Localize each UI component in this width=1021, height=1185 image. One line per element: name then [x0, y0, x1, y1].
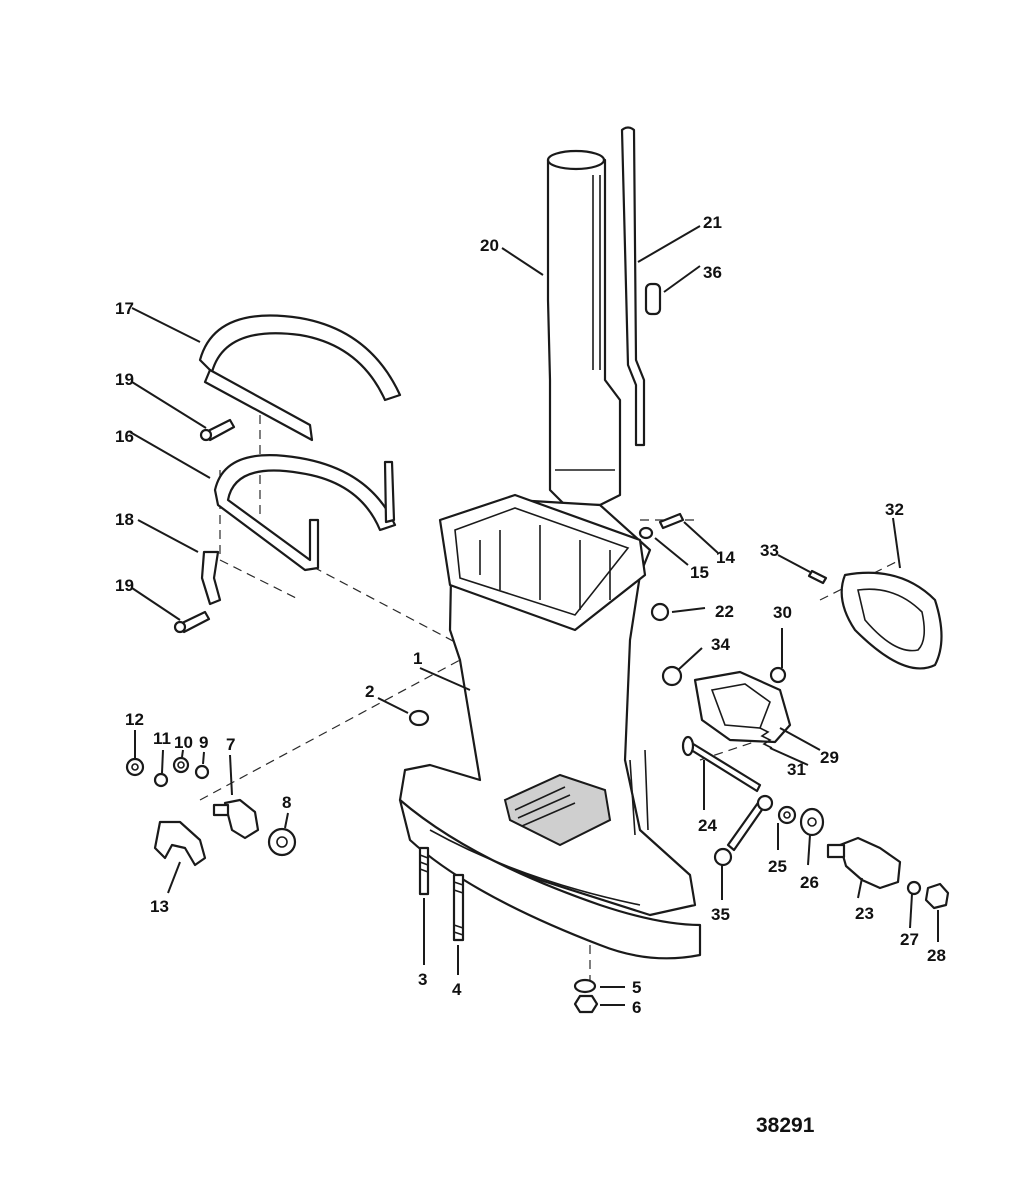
callout-19b: 19 — [115, 576, 134, 595]
part-34-nut — [661, 665, 683, 687]
callout-12: 12 — [125, 710, 144, 729]
part-19-screw-lower — [173, 610, 211, 634]
callout-6: 6 — [632, 998, 641, 1017]
part-26-washer — [799, 807, 825, 837]
callout-17: 17 — [115, 299, 134, 318]
part-22-nut — [650, 602, 670, 622]
part-28-nut — [924, 882, 950, 910]
part-18-clip — [200, 550, 222, 606]
callout-1: 1 — [413, 649, 422, 668]
part-6-nut — [573, 994, 599, 1014]
leader-lines — [129, 225, 939, 1006]
drawing-number: 38291 — [756, 1114, 815, 1137]
callout-25: 25 — [768, 857, 787, 876]
callout-34: 34 — [711, 635, 730, 654]
callout-16: 16 — [115, 427, 134, 446]
part-19-screw-upper — [199, 418, 236, 442]
part-27-washer — [906, 880, 922, 896]
part-20-tube — [546, 149, 622, 507]
part-17-seal-strip — [198, 314, 402, 442]
part-15-washer — [638, 526, 654, 540]
callout-21: 21 — [703, 213, 722, 232]
callout-24: 24 — [698, 816, 717, 835]
callout-32: 32 — [885, 500, 904, 519]
callout-26: 26 — [800, 873, 819, 892]
callout-27: 27 — [900, 930, 919, 949]
callout-14: 14 — [716, 548, 735, 567]
callout-35: 35 — [711, 905, 730, 924]
part-9-washer — [194, 764, 210, 780]
part-36-grommet — [644, 282, 662, 316]
part-7-mount — [212, 798, 260, 840]
part-21-water-tube — [620, 126, 646, 447]
callout-3: 3 — [418, 970, 427, 989]
part-13-bracket — [153, 820, 207, 867]
callout-5: 5 — [632, 978, 641, 997]
callout-11: 11 — [153, 729, 171, 748]
callout-18: 18 — [115, 510, 134, 529]
part-30-screw — [769, 666, 787, 684]
part-10-washer — [172, 756, 190, 774]
part-23-mount — [826, 836, 902, 890]
part-11-lockwasher — [153, 772, 169, 788]
callout-2: 2 — [365, 682, 374, 701]
part-16-seal-strip — [213, 454, 397, 572]
part-29-mount-bracket — [693, 670, 792, 744]
callout-9: 9 — [199, 733, 208, 752]
callout-22: 22 — [715, 602, 734, 621]
part-25-washer — [777, 805, 797, 825]
callout-28: 28 — [927, 946, 946, 965]
callout-31: 31 — [787, 760, 806, 779]
part-2-plug — [408, 709, 430, 727]
part-35-ground-strap — [713, 794, 774, 867]
callout-7: 7 — [226, 735, 235, 754]
callout-30: 30 — [773, 603, 792, 622]
part-12-nut — [125, 757, 145, 777]
callout-13: 13 — [150, 897, 169, 916]
part-32-cover — [840, 571, 943, 670]
part-1-drive-shaft-housing — [398, 493, 702, 960]
part-5-washer — [573, 978, 597, 994]
part-3-stud — [418, 846, 430, 896]
callout-23: 23 — [855, 904, 874, 923]
callout-36: 36 — [703, 263, 722, 282]
callout-labels: 1 2 3 4 5 6 7 8 9 10 11 12 13 14 15 16 1… — [115, 213, 946, 1017]
part-24-bolt — [681, 735, 762, 793]
callout-15: 15 — [690, 563, 709, 582]
callout-29: 29 — [820, 748, 839, 767]
callout-20: 20 — [480, 236, 499, 255]
callout-10: 10 — [174, 733, 193, 752]
callout-8: 8 — [282, 793, 291, 812]
part-8-washer — [267, 827, 297, 857]
callout-19a: 19 — [115, 370, 134, 389]
part-31-spring — [759, 727, 773, 749]
callout-4: 4 — [452, 980, 462, 999]
part-14-screw — [658, 512, 685, 530]
callout-33: 33 — [760, 541, 779, 560]
part-4-stud — [452, 873, 465, 942]
part-33-screw — [807, 569, 828, 585]
